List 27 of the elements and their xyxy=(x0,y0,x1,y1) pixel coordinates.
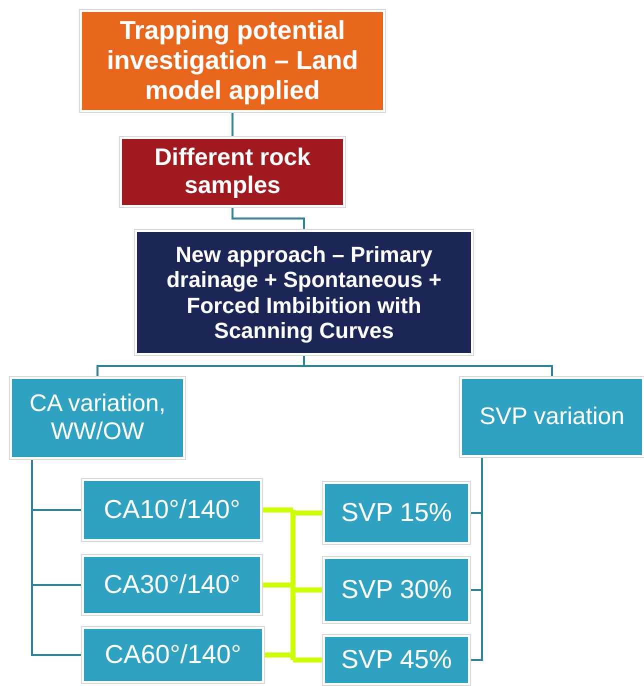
process-box: SVP 45% xyxy=(323,635,470,685)
connector-line xyxy=(290,585,296,590)
process-box: CA60°/140° xyxy=(82,627,264,683)
connector-line xyxy=(293,588,323,592)
connector-line xyxy=(293,658,323,662)
process-box: Different rock samples xyxy=(120,137,345,207)
process-box: SVP 30% xyxy=(323,557,470,623)
process-box: CA10°/140° xyxy=(82,479,262,541)
process-box: CA variation, WW/OW xyxy=(10,377,185,459)
process-box: SVP variation xyxy=(460,377,644,457)
connector-line xyxy=(470,457,483,661)
connector-line xyxy=(290,655,296,660)
connector-line xyxy=(232,207,305,230)
connector-line xyxy=(31,459,82,656)
connector-line xyxy=(303,355,553,377)
process-box: New approach – Primary drainage + Spontaneous + Forced Imbibition with Scanning Curves xyxy=(135,230,473,355)
connector-line xyxy=(262,508,293,512)
connector-line xyxy=(293,510,323,516)
process-box: SVP 15% xyxy=(323,482,470,544)
process-box: CA30°/140° xyxy=(82,555,262,615)
connector-line xyxy=(262,582,293,588)
process-box: Trapping potential investigation – Land model applied xyxy=(80,10,385,112)
connector-line xyxy=(232,112,234,137)
connector-line xyxy=(290,510,296,513)
connector-line xyxy=(290,513,296,585)
connector-line xyxy=(290,590,296,655)
connector-line xyxy=(264,652,293,658)
